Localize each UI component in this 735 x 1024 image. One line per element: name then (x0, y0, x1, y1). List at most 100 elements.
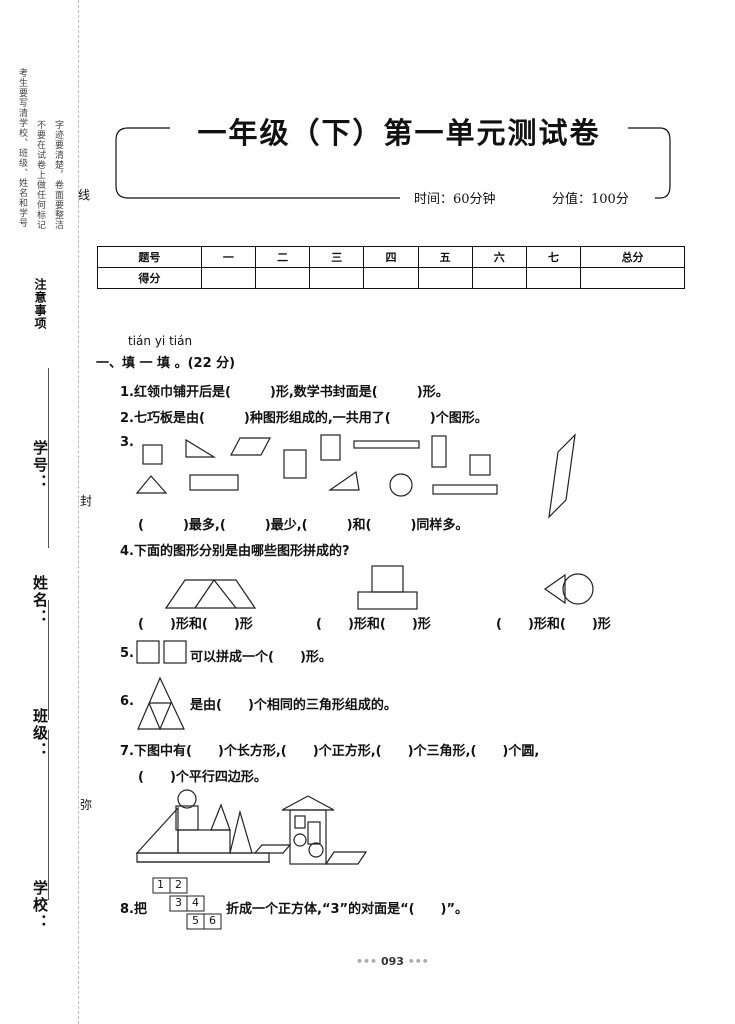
class-line[interactable] (48, 730, 49, 870)
shape-circle (177, 789, 197, 809)
page-number: ••• 093 ••• (356, 955, 429, 968)
question-2: 2.七巧板是由( )种图形组成的,一共用了( )个图形。 (120, 411, 488, 426)
notice-title: 注意事项 (33, 278, 47, 330)
shape-parallelogram (548, 433, 576, 519)
score-cell[interactable] (580, 267, 685, 289)
binding-line (78, 0, 79, 1024)
shape-square (163, 640, 187, 664)
net-cell (169, 877, 188, 894)
question-7-line-1: 7.下图中有( )个长方形,( )个正方形,( )个三角形,( )个圆, (120, 744, 540, 759)
page-number-text: 093 (380, 955, 404, 968)
net-cell (203, 913, 222, 930)
notice-line-1: 考生要写清学校、班级、姓名和学号 (17, 68, 27, 228)
seal-mark-mi: 弥 (80, 798, 93, 812)
shape-circle (308, 842, 324, 858)
score-label: 分值：100分 (552, 192, 629, 207)
notice-line-2: 不要在试卷上做任何标记 (35, 120, 45, 230)
section-pinyin: tián yi tián (128, 334, 193, 348)
shape-triangle (543, 573, 566, 605)
question-3-blanks: ( )最多,( )最少,( )和( )同样多。 (138, 518, 469, 533)
section-heading: 一、填 一 填 。(22 分) (96, 356, 236, 371)
shape-circle (389, 473, 413, 497)
question-6-text: 是由( )个相同的三角形组成的。 (190, 698, 397, 713)
seal-mark-xian: 线 (78, 188, 91, 202)
question-3-number: 3. (120, 435, 134, 450)
net-cell-label: 1 (157, 878, 164, 891)
question-5-squares (136, 640, 187, 664)
triangle-divider (148, 702, 161, 730)
net-cell-label: 3 (175, 896, 182, 909)
net-cell-label: 5 (192, 914, 199, 927)
question-6-triangle (137, 676, 185, 730)
shape-square (175, 805, 199, 831)
score-table-header-row: 题号 一 二 三 四 五 六 七 总分 (97, 246, 685, 268)
net-cell-label: 2 (175, 878, 182, 891)
seal-mark-feng: 封 (80, 494, 93, 508)
shape-trapezoid-split (194, 579, 215, 609)
shape-triangle (135, 475, 168, 494)
shape-square (142, 444, 163, 465)
time-label: 时间：60分钟 (414, 192, 496, 207)
score-table: 题号 一 二 三 四 五 六 七 总分 得分 (97, 246, 685, 289)
shape-rectangle (177, 829, 231, 854)
shape-rectangle (431, 435, 447, 468)
shape-triangle (328, 470, 360, 491)
shape-parallelogram (324, 851, 368, 865)
shape-rectangle (289, 809, 327, 865)
shape-trapezoid-split (213, 579, 237, 609)
shape-rectangle (353, 440, 420, 449)
shape-trapezoid (164, 579, 257, 609)
question-8-cube-net (152, 877, 222, 930)
shape-circle (562, 573, 594, 605)
score-table-score-row: 得分 (97, 267, 685, 289)
shape-square (294, 815, 306, 829)
net-cell (186, 895, 205, 912)
shape-rectangle (432, 484, 498, 495)
question-1: 1.红领巾铺开后是( )形,数学书封面是( )形。 (120, 385, 449, 400)
name-line[interactable] (48, 600, 49, 720)
shape-triangle (229, 809, 253, 854)
question-6-number: 6. (120, 694, 134, 709)
shape-square (469, 454, 491, 476)
question-4: 4.下面的图形分别是由哪些图形拼成的? (120, 544, 350, 559)
question-4-answer-a: ( )形和( )形 (138, 617, 253, 632)
notice-line-3: 字迹要清楚，卷面要整洁 (53, 120, 63, 230)
score-cell[interactable] (309, 267, 365, 289)
question-5-text: 可以拼成一个( )形。 (190, 650, 332, 665)
shape-rectangle (189, 474, 239, 491)
student-no-line[interactable] (48, 368, 49, 548)
shape-rectangle (357, 591, 418, 610)
school-line[interactable] (48, 860, 49, 900)
question-7-picture (135, 789, 368, 865)
name-label: 姓名： (31, 575, 49, 626)
question-5-number: 5. (120, 646, 134, 661)
score-cell[interactable] (525, 267, 582, 289)
shape-rectangle (283, 449, 307, 479)
question-4-answer-b: ( )形和( )形 (316, 617, 431, 632)
score-cell[interactable] (363, 267, 419, 289)
shape-parallelogram (230, 437, 271, 456)
title-frame (115, 127, 671, 199)
shape-triangle (210, 803, 231, 831)
score-cell[interactable] (255, 267, 311, 289)
question-7-line-2: ( )个平行四边形。 (138, 770, 267, 785)
score-header-cell: 总分 (580, 246, 685, 268)
net-cell-label: 6 (209, 914, 216, 927)
shape-circle (293, 833, 307, 847)
shape-rectangle (307, 821, 321, 845)
triangle-divider (159, 702, 172, 730)
question-8-text: 折成一个正方体,“3”的对面是“( )”。 (226, 902, 469, 917)
page-title: 一年级（下）第一单元测试卷 (197, 116, 601, 150)
score-row-label: 得分 (97, 267, 202, 289)
question-4-shapes (164, 565, 594, 610)
question-4-answer-c: ( )形和( )形 (496, 617, 611, 632)
question-8-prefix: 8.把 (120, 902, 147, 917)
shape-rectangle (320, 434, 341, 461)
shape-triangle (185, 438, 217, 458)
student-no-label: 学号： (31, 440, 49, 491)
class-label: 班级： (31, 708, 49, 759)
net-cell-label: 4 (192, 896, 199, 909)
question-3-shapes (135, 433, 576, 519)
score-cell[interactable] (417, 267, 473, 289)
school-label: 学校： (31, 880, 49, 931)
